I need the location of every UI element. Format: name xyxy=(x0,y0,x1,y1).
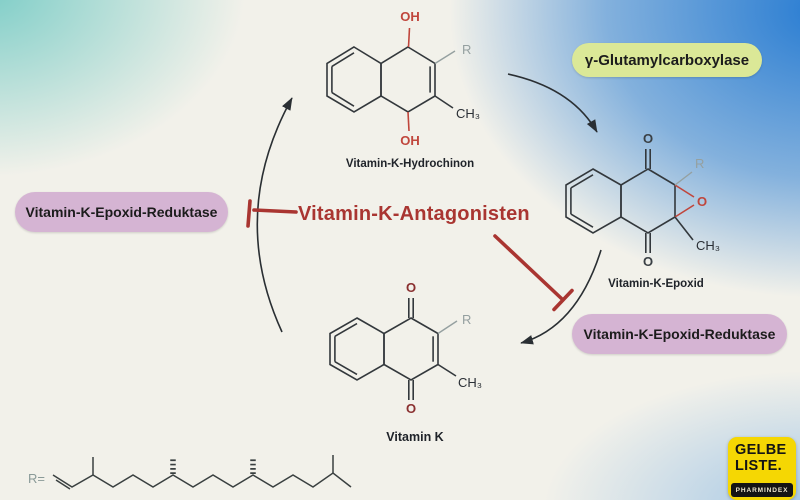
epoxide-structure: O O O R CH₃ xyxy=(565,131,720,269)
epoxide-ch3-label: CH₃ xyxy=(696,238,720,253)
arrow-epoxide-to-vitamink xyxy=(520,249,602,345)
epoxide-caption: Vitamin-K-Epoxid xyxy=(608,278,704,290)
epoxide-r-label: R xyxy=(695,156,704,171)
vitamin-k-structure: O O R CH₃ xyxy=(329,280,482,416)
oh-bottom-label: OH xyxy=(400,133,420,148)
vitk-o-top-label: O xyxy=(406,280,416,295)
logo-pharmindex: PHARMINDEX xyxy=(731,483,793,497)
gelbe-liste-logo: GELBE LISTE. PHARMINDEX xyxy=(728,437,796,500)
inhibition-tbar-left xyxy=(246,199,298,228)
arrow-hydroquinone-to-epoxide xyxy=(507,73,598,133)
badge-epoxid-reduktase-right: Vitamin-K-Epoxid-Reduktase xyxy=(572,314,787,354)
hydroquinone-structure: OH OH R CH₃ xyxy=(326,9,480,148)
badge-epoxid-reduktase-right-label: Vitamin-K-Epoxid-Reduktase xyxy=(583,326,776,342)
epoxide-o-top-label: O xyxy=(643,131,653,146)
badge-glutamylcarboxylase: γ-Glutamylcarboxylase xyxy=(572,43,762,77)
epoxide-o-label: O xyxy=(697,194,707,209)
vitk-o-bottom-label: O xyxy=(406,401,416,416)
badge-glutamylcarboxylase-label: γ-Glutamylcarboxylase xyxy=(584,51,750,69)
r-label: R xyxy=(462,42,471,57)
inhibition-tbar-right xyxy=(493,234,574,312)
side-chain-prefix: R= xyxy=(28,471,45,486)
logo-line2: LISTE. xyxy=(735,457,782,474)
vitamin-k-antagonisten-label: Vitamin-K-Antagonisten xyxy=(298,203,530,225)
ch3-label: CH₃ xyxy=(456,106,480,121)
vitamin-k-caption: Vitamin K xyxy=(386,430,444,444)
epoxide-o-bottom-label: O xyxy=(643,254,653,269)
oh-top-label: OH xyxy=(400,9,420,24)
arrow-vitamink-to-hydroquinone xyxy=(256,97,293,333)
logo-line1: GELBE xyxy=(735,442,787,458)
vitk-ch3-label: CH₃ xyxy=(458,375,482,390)
badge-epoxid-reduktase-left: Vitamin-K-Epoxid-Reduktase xyxy=(15,192,228,232)
side-chain-structure: R= xyxy=(28,455,352,490)
badge-epoxid-reduktase-left-label: Vitamin-K-Epoxid-Reduktase xyxy=(25,204,218,220)
hydroquinone-caption: Vitamin-K-Hydrochinon xyxy=(345,158,475,170)
vitk-r-label: R xyxy=(462,312,471,327)
